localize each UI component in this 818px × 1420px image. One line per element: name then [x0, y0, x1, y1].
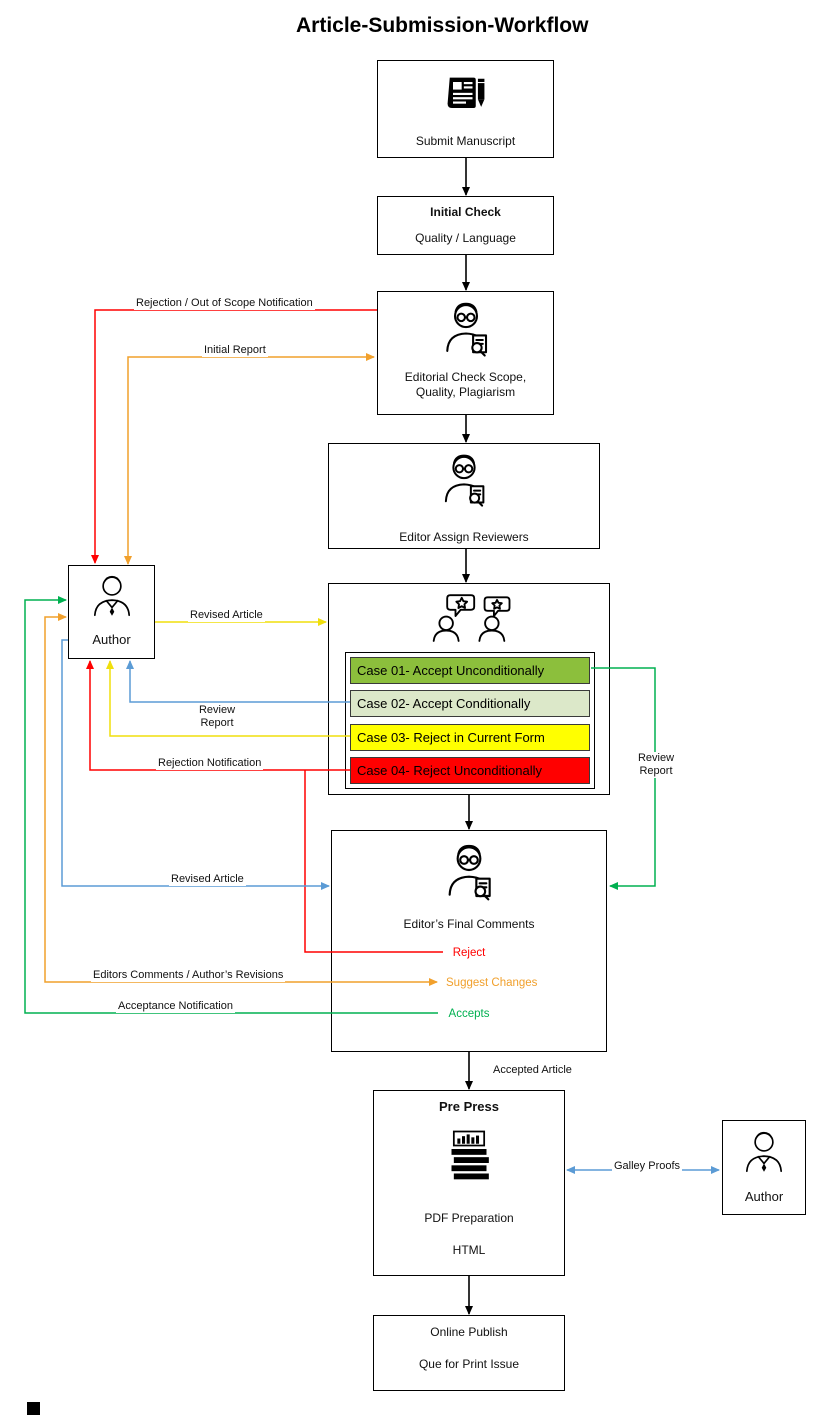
edge-label-accepted-article: Accepted Article: [491, 1064, 574, 1077]
edge-label-review-report-right: Review Report: [632, 752, 680, 778]
editorial-check-label: Editorial Check Scope, Quality, Plagiari…: [404, 370, 527, 399]
outcome-accepts: Accepts: [448, 1008, 490, 1020]
edge-label-revised-article-2: Revised Article: [169, 873, 246, 886]
case-01-row: Case 01- Accept Unconditionally: [350, 657, 590, 684]
html-label: HTML: [452, 1243, 486, 1257]
editor-assign-icon: [434, 450, 494, 510]
node-initial-check: Initial Check Quality / Language: [377, 196, 554, 255]
submit-manuscript-label: Submit Manuscript: [415, 134, 516, 148]
pre-press-title: Pre Press: [439, 1099, 499, 1114]
prepress-icon: [441, 1125, 497, 1187]
node-reviewers: Case 01- Accept Unconditionally Case 02-…: [328, 583, 610, 795]
node-editorial-check: Editorial Check Scope, Quality, Plagiari…: [377, 291, 554, 415]
editor-final-icon: [437, 837, 501, 907]
reviewers-icon: [419, 589, 519, 643]
edge-label-galley-proofs: Galley Proofs: [612, 1160, 683, 1173]
case-02-row: Case 02- Accept Conditionally: [350, 690, 590, 718]
author-icon: [87, 571, 137, 623]
manuscript-icon: [440, 69, 492, 121]
online-publish-label: Online Publish: [430, 1325, 508, 1339]
edge-label-initial-report: Initial Report: [202, 344, 268, 357]
case-04-row: Case 04- Reject Unconditionally: [350, 756, 590, 784]
edge-label-acceptance-notification: Acceptance Notification: [116, 1000, 235, 1013]
edge-label-revised-article-1: Revised Article: [188, 609, 265, 622]
node-author-right: Author: [722, 1120, 806, 1215]
edge-label-rejection-notification: Rejection Notification: [156, 757, 264, 770]
assign-reviewers-label: Editor Assign Reviewers: [399, 530, 529, 544]
node-online-publish: Online Publish Que for Print Issue: [373, 1315, 565, 1391]
review-cases-panel: Case 01- Accept Unconditionally Case 02-…: [345, 652, 595, 789]
final-comments-label: Editor’s Final Comments: [403, 917, 535, 931]
node-pre-press: Pre Press PDF Preparation HTML: [373, 1090, 565, 1276]
edge-label-editors-comments: Editors Comments / Author’s Revisions: [91, 969, 286, 982]
edge-review-report-case02: [126, 660, 350, 703]
author-icon: [739, 1127, 789, 1179]
node-author-left: Author: [68, 565, 155, 659]
initial-check-title: Initial Check: [430, 205, 501, 219]
edge-label-rejection-out-of-scope: Rejection / Out of Scope Notification: [134, 297, 315, 310]
edge-label-review-report-left: Review Report: [192, 704, 242, 730]
case-03-row: Case 03- Reject in Current Form: [350, 723, 590, 751]
initial-check-subtitle: Quality / Language: [415, 231, 516, 245]
node-assign-reviewers: Editor Assign Reviewers: [328, 443, 600, 549]
node-submit-manuscript: Submit Manuscript: [377, 60, 554, 158]
outcome-suggest-changes: Suggest Changes: [446, 977, 538, 989]
author-label: Author: [744, 1189, 784, 1204]
diagram-title: Article-Submission-Workflow: [296, 14, 589, 37]
pdf-preparation-label: PDF Preparation: [424, 1211, 514, 1225]
print-queue-label: Que for Print Issue: [418, 1357, 520, 1371]
outcome-reject: Reject: [452, 947, 486, 959]
editor-check-icon: [435, 298, 497, 360]
page-artifact-square: [27, 1402, 40, 1415]
author-label: Author: [92, 632, 131, 647]
node-final-comments: Editor’s Final Comments Reject Suggest C…: [331, 830, 607, 1052]
